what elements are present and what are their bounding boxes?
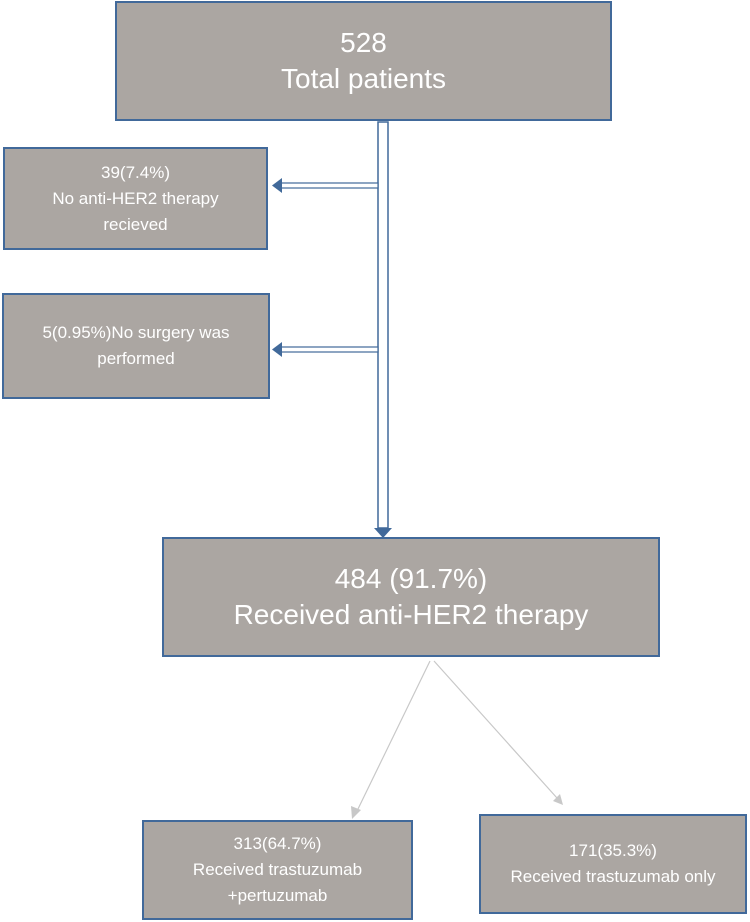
branch-arrow-no-anti-her2 bbox=[272, 178, 379, 193]
no-surgery-label-2: performed bbox=[97, 349, 175, 368]
trastuzumab-pertuzumab-box: 313(64.7%) Received trastuzumab +pertuzu… bbox=[142, 820, 413, 920]
no-anti-her2-box: 39(7.4%) No anti-HER2 therapy recieved bbox=[3, 147, 268, 250]
total-count: 528 bbox=[340, 27, 387, 58]
t-only-count: 171(35.3%) bbox=[569, 841, 657, 860]
no-anti-her2-label-2: recieved bbox=[103, 214, 168, 234]
no-anti-her2-label-1: No anti-HER2 therapy bbox=[52, 188, 219, 208]
received-anti-her2-box: 484 (91.7%) Received anti-HER2 therapy bbox=[162, 537, 660, 657]
arrow-to-trastuzumab-pertuzumab bbox=[351, 660, 431, 819]
main-vertical-arrow bbox=[374, 121, 392, 538]
no-surgery-label-1: 5(0.95%)No surgery was bbox=[42, 323, 230, 342]
trastuzumab-only-box: 171(35.3%) Received trastuzumab only bbox=[479, 814, 747, 914]
received-label: Received anti-HER2 therapy bbox=[233, 599, 589, 630]
tp-label-2: +pertuzumab bbox=[227, 886, 328, 905]
received-count: 484 (91.7%) bbox=[334, 563, 488, 594]
no-anti-her2-count: 39(7.4%) bbox=[101, 162, 170, 182]
arrow-to-trastuzumab-only bbox=[433, 660, 563, 805]
tp-count: 313(64.7%) bbox=[233, 834, 322, 853]
total-label: Total patients bbox=[281, 63, 446, 94]
no-surgery-box: 5(0.95%)No surgery was performed bbox=[2, 293, 270, 399]
tp-label-1: Received trastuzumab bbox=[192, 860, 363, 879]
t-only-label: Received trastuzumab only bbox=[510, 867, 716, 886]
total-patients-box: 528 Total patients bbox=[115, 1, 612, 121]
branch-arrow-no-surgery bbox=[272, 342, 379, 357]
